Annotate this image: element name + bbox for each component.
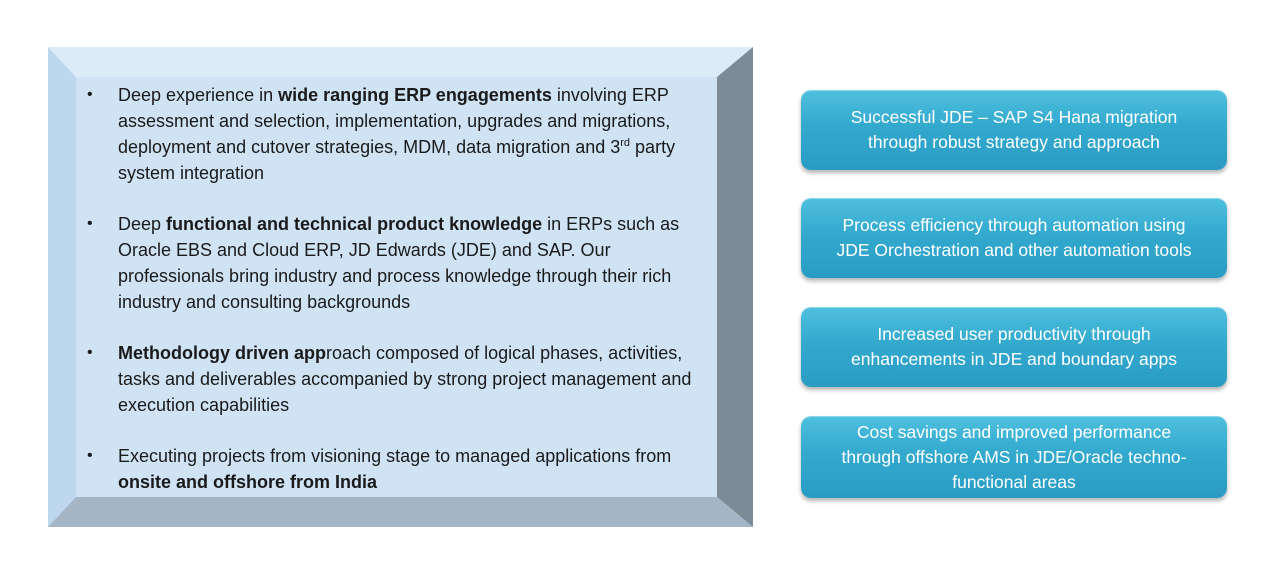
bullet-onsite-offshore: Executing projects from visioning stage … <box>87 443 707 495</box>
highlight-productivity-text: Increased user productivity through enha… <box>851 322 1177 372</box>
highlight-line: through robust strategy and approach <box>868 132 1160 152</box>
highlight-line: Process efficiency through automation us… <box>842 215 1186 235</box>
highlight-productivity: Increased user productivity through enha… <box>801 307 1227 387</box>
highlight-migration-text: Successful JDE – SAP S4 Hana migration t… <box>851 105 1178 155</box>
bullet-erp-engagements: Deep experience in wide ranging ERP enga… <box>87 82 707 186</box>
bevel-right-face <box>717 47 753 527</box>
highlight-line: Successful JDE – SAP S4 Hana migration <box>850 107 1178 127</box>
bullet-product-knowledge: Deep functional and technical product kn… <box>87 211 707 315</box>
bevel-bottom-face <box>48 497 753 527</box>
highlight-line: Increased user productivity through <box>877 324 1151 344</box>
bevel-top-face <box>48 47 753 77</box>
bevel-left-face <box>48 47 76 527</box>
highlight-cost-savings: Cost savings and improved performance th… <box>801 416 1227 498</box>
highlight-automation: Process efficiency through automation us… <box>801 198 1227 278</box>
highlight-line: functional areas <box>952 471 1076 492</box>
highlight-line: Cost savings and improved performance <box>856 421 1172 442</box>
highlight-line: JDE Orchestration and other automation t… <box>836 240 1192 260</box>
highlight-line: through offshore AMS in JDE/Oracle techn… <box>841 446 1187 467</box>
highlight-line: enhancements in JDE and boundary apps <box>851 349 1177 369</box>
highlight-cost-savings-text: Cost savings and improved performance th… <box>842 420 1187 495</box>
highlight-automation-text: Process efficiency through automation us… <box>836 213 1191 263</box>
bullet-methodology: Methodology driven approach composed of … <box>87 340 707 418</box>
erp-capabilities-list: Deep experience in wide ranging ERP enga… <box>87 82 707 495</box>
highlight-migration: Successful JDE – SAP S4 Hana migration t… <box>801 90 1227 170</box>
